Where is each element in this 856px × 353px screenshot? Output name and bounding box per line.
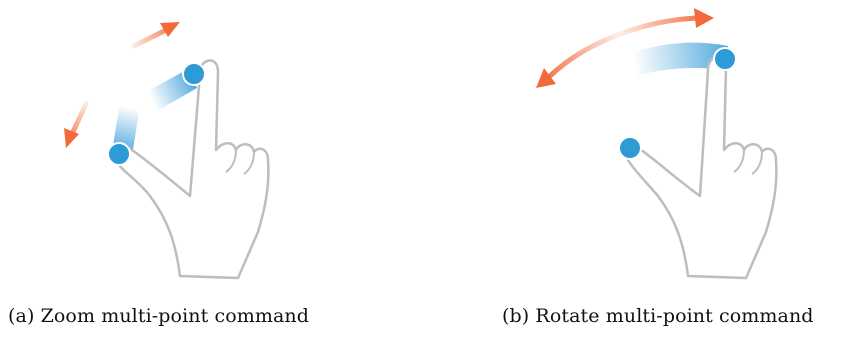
zoom-illustration bbox=[64, 22, 270, 280]
ring-finger-line bbox=[243, 151, 255, 175]
middle-finger-line bbox=[225, 149, 237, 173]
rotation-motion-trail bbox=[634, 42, 728, 76]
thumb-touch-point-icon bbox=[107, 142, 131, 166]
outward-arrow-up-icon bbox=[131, 22, 180, 49]
rotate-illustration bbox=[536, 8, 778, 280]
rotate-caption: (b) Rotate multi-point command bbox=[502, 305, 814, 327]
ring-finger-line bbox=[751, 151, 763, 175]
outward-arrow-down-icon bbox=[64, 101, 89, 148]
index-touch-point-icon bbox=[713, 47, 737, 71]
index-touch-point-icon bbox=[182, 62, 206, 86]
pointing-hand-icon bbox=[625, 55, 778, 280]
rotate-figure: (b) Rotate multi-point command bbox=[428, 0, 856, 353]
rotation-arrow-icon bbox=[536, 8, 714, 88]
middle-finger-line bbox=[733, 149, 745, 173]
zoom-caption: (a) Zoom multi-point command bbox=[8, 305, 310, 327]
zoom-figure: (a) Zoom multi-point command bbox=[8, 22, 310, 327]
pointing-hand-icon bbox=[111, 59, 270, 280]
pivot-touch-point-icon bbox=[618, 136, 642, 160]
